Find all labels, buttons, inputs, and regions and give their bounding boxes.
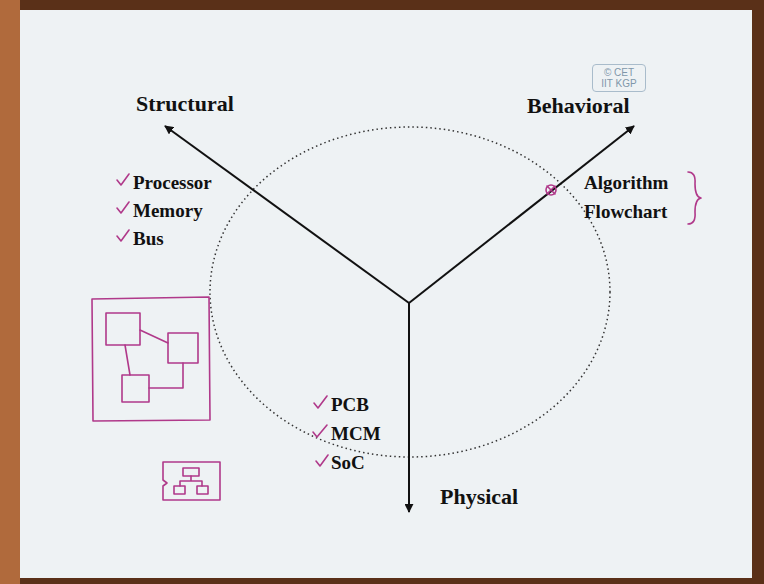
tick-mark (117, 202, 129, 213)
curly-brace (688, 172, 701, 224)
board-sketch (92, 297, 210, 421)
item-label: MCM (331, 423, 381, 445)
watermark: © CET IIT KGP (592, 64, 646, 92)
item-label: Algorithm (584, 172, 668, 194)
card-sketch (163, 462, 220, 500)
axis-title: Physical (440, 484, 518, 509)
axis-title: Structural (136, 91, 234, 116)
chip-sketch (183, 468, 199, 476)
tick-mark (117, 230, 129, 241)
axis-point (546, 185, 556, 195)
wire-sketch (180, 476, 202, 486)
axis-point (547, 186, 555, 194)
chip-sketch (122, 375, 149, 402)
tick-mark (316, 455, 328, 466)
chip-sketch (174, 486, 185, 494)
item-label: Flowchart (584, 201, 667, 223)
tick-mark (117, 174, 129, 185)
item-label: SoC (331, 452, 365, 474)
physical-axis (408, 303, 410, 512)
slide-paper (20, 10, 752, 578)
tick-mark (313, 425, 327, 437)
wire-sketch (125, 330, 183, 388)
frame-edge (0, 0, 20, 584)
item-label: Memory (133, 200, 203, 222)
tick-mark (314, 396, 327, 408)
item-label: Bus (133, 228, 164, 250)
item-label: Processor (133, 172, 212, 194)
chip-sketch (168, 333, 198, 363)
chip-sketch (106, 313, 140, 345)
item-label: PCB (331, 394, 369, 416)
handwritten-marks (92, 172, 701, 500)
chip-sketch (197, 486, 208, 494)
axis-title: Behavioral (527, 93, 630, 118)
